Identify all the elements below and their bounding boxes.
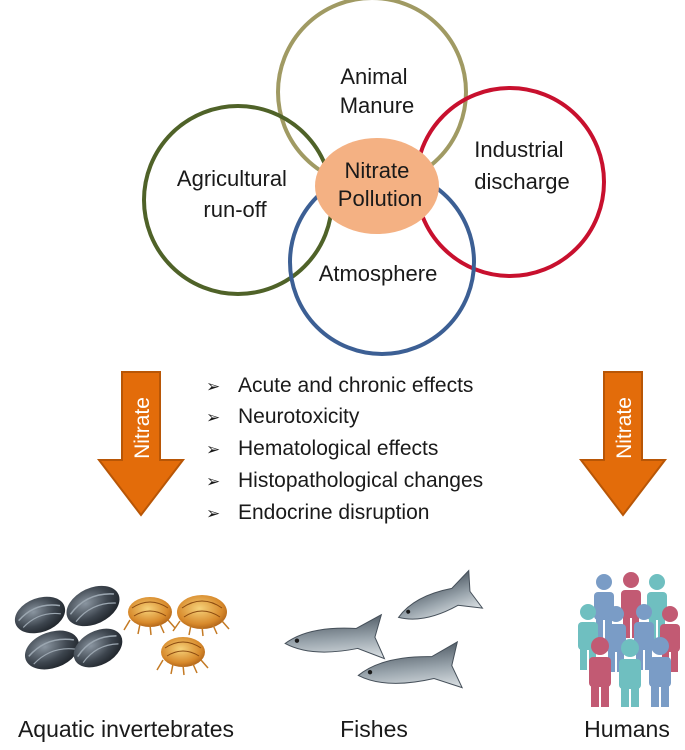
- left-arrow-label: Nitrate: [131, 397, 154, 459]
- left-nitrate-arrow: Nitrate: [96, 371, 186, 517]
- right-nitrate-arrow: Nitrate: [578, 371, 668, 517]
- effect-item: ➢ Neurotoxicity: [206, 405, 360, 428]
- svg-text:Hematological effects: Hematological effects: [238, 437, 438, 460]
- fish-icon: [284, 569, 484, 689]
- mussel-icon: [14, 585, 123, 670]
- animal-manure-label: Animal Manure: [340, 64, 415, 118]
- effect-item: ➢ Endocrine disruption: [206, 501, 429, 524]
- industrial-discharge-label: Industrial discharge: [474, 137, 569, 194]
- nitrate-pollution-center: [315, 138, 439, 234]
- invertebrates-label: Aquatic invertebrates: [18, 716, 234, 742]
- svg-text:Neurotoxicity: Neurotoxicity: [238, 405, 360, 428]
- humans-label: Humans: [584, 716, 670, 742]
- bullet-arrow-icon: ➢: [206, 440, 220, 459]
- svg-text:Endocrine disruption: Endocrine disruption: [238, 501, 429, 524]
- atmosphere-label: Atmosphere: [319, 261, 438, 286]
- agricultural-runoff-label: Agricultural run-off: [177, 166, 293, 222]
- effects-list: ➢ Acute and chronic effects ➢ Neurotoxic…: [206, 374, 483, 524]
- amphipod-icon: [123, 595, 230, 676]
- svg-text:Acute and chronic effects: Acute and chronic effects: [238, 374, 473, 397]
- svg-text:Histopathological changes: Histopathological changes: [238, 469, 483, 492]
- people-crowd-icon: [578, 572, 680, 707]
- right-arrow-label: Nitrate: [613, 397, 636, 459]
- bullet-arrow-icon: ➢: [206, 408, 220, 427]
- fishes-label: Fishes: [340, 716, 408, 742]
- effect-item: ➢ Acute and chronic effects: [206, 374, 473, 397]
- bullet-arrow-icon: ➢: [206, 472, 220, 491]
- effect-item: ➢ Histopathological changes: [206, 469, 483, 492]
- sources-venn: Nitrate Pollution Animal Manure Industri…: [142, 0, 606, 356]
- nitrate-pollution-label: Nitrate Pollution: [338, 158, 422, 211]
- bullet-arrow-icon: ➢: [206, 504, 220, 523]
- effect-item: ➢ Hematological effects: [206, 437, 438, 460]
- bullet-arrow-icon: ➢: [206, 377, 220, 396]
